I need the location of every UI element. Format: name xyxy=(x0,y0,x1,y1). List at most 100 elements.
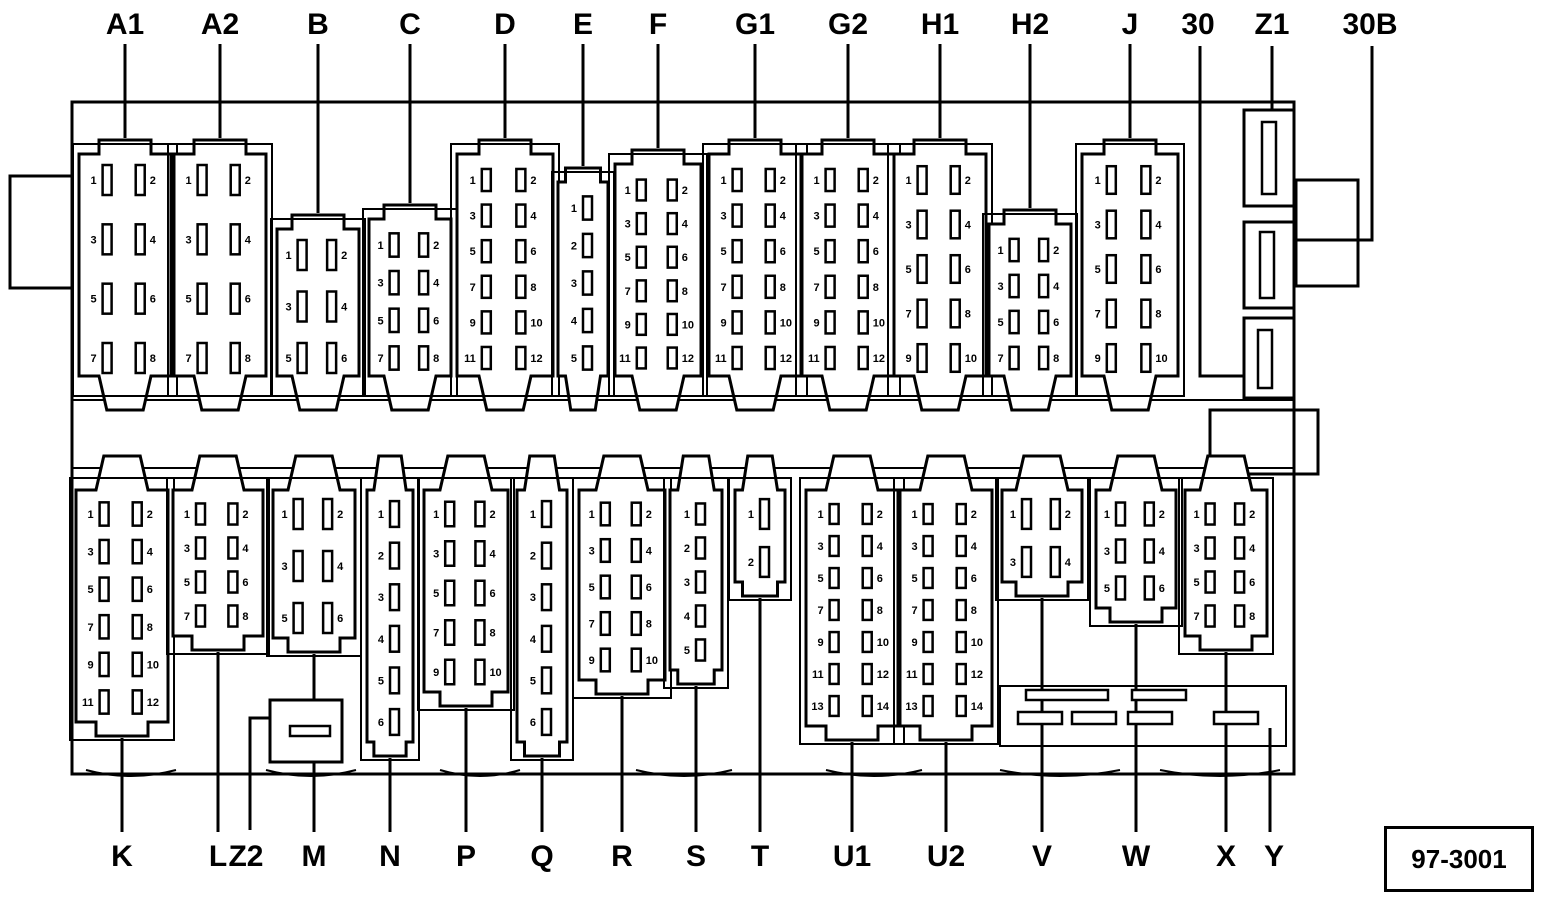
pin-slot xyxy=(731,167,743,193)
pin-slot xyxy=(325,341,338,375)
pin-number: 5 xyxy=(997,317,1003,329)
pin-slot xyxy=(134,282,146,315)
pin-number: 1 xyxy=(813,175,819,187)
pin-number: 1 xyxy=(285,250,291,262)
pin-number: 4 xyxy=(147,547,154,559)
pin-slot xyxy=(666,178,679,202)
pin-number: 9 xyxy=(905,353,911,365)
pin-number: 12 xyxy=(873,353,885,365)
pin-number: 5 xyxy=(813,246,819,258)
pin-slot xyxy=(861,502,873,526)
pin-slot xyxy=(955,534,967,558)
pin-number: 14 xyxy=(971,701,984,713)
pin-number: 9 xyxy=(817,637,823,649)
pin-number: 10 xyxy=(873,317,885,329)
housing-foot xyxy=(439,769,521,777)
pin-slot xyxy=(764,310,776,335)
pin-slot xyxy=(857,203,869,228)
pin-slot xyxy=(599,501,612,527)
connector-label: D xyxy=(494,8,516,41)
pin-slot xyxy=(515,310,527,335)
pin-number: 4 xyxy=(873,211,880,223)
pin-slot xyxy=(480,167,493,193)
pin-number: 2 xyxy=(433,240,439,252)
connector-label: H1 xyxy=(921,8,959,41)
pin-number: 7 xyxy=(589,619,595,631)
pin-number: 5 xyxy=(625,252,631,264)
pin-slot xyxy=(922,534,934,558)
pin-number: 1 xyxy=(911,509,917,521)
pin-number: 1 xyxy=(87,509,93,521)
pin-number: 8 xyxy=(245,353,251,365)
pin-slot xyxy=(857,310,869,335)
pin-slot xyxy=(321,601,334,635)
pin-slot xyxy=(1037,237,1050,263)
pin-number: 1 xyxy=(281,509,287,521)
terminal-label: Y xyxy=(1264,840,1284,873)
pin-number: 2 xyxy=(682,185,688,197)
pin-slot xyxy=(764,203,776,228)
pin-number: 5 xyxy=(433,588,439,600)
pin-slot xyxy=(666,211,679,236)
pin-slot xyxy=(630,574,643,600)
pin-slot xyxy=(630,537,643,564)
pin-slot xyxy=(1233,604,1246,628)
pin-number: 2 xyxy=(684,543,690,555)
pin-number: 7 xyxy=(90,353,96,365)
pin-slot xyxy=(196,223,208,256)
pin-slot xyxy=(325,238,338,272)
pin-slot xyxy=(1020,497,1033,531)
pin-number: 8 xyxy=(433,353,439,365)
pin-number: 9 xyxy=(470,317,476,329)
pin-number: 13 xyxy=(905,701,917,713)
pin-slot xyxy=(694,536,707,560)
pin-slot xyxy=(98,538,110,565)
pin-slot xyxy=(1233,502,1246,526)
pin-slot xyxy=(828,694,840,718)
pin-slot xyxy=(828,662,840,686)
pin-slot xyxy=(515,274,527,300)
pin-number: 12 xyxy=(530,353,542,365)
pin-number: 3 xyxy=(813,211,819,223)
connector-label: T xyxy=(751,840,769,873)
connector-label: J xyxy=(1122,8,1139,41)
pin-number: 10 xyxy=(965,353,977,365)
pin-slot xyxy=(1233,570,1246,594)
pin-number: 1 xyxy=(1095,175,1101,187)
pin-slot xyxy=(388,541,401,570)
pin-number: 8 xyxy=(877,605,883,617)
pin-slot xyxy=(828,502,840,526)
pin-slot xyxy=(131,576,143,603)
pin-slot xyxy=(1037,273,1050,299)
pin-number: 4 xyxy=(341,302,348,314)
pin-slot xyxy=(916,253,928,285)
pin-slot xyxy=(388,666,401,695)
pin-slot xyxy=(949,298,961,329)
connector-body xyxy=(898,454,994,742)
pin-slot xyxy=(227,502,239,526)
terminal-blade xyxy=(1016,710,1064,726)
connector-outline xyxy=(608,153,708,397)
pin-slot xyxy=(922,502,934,526)
pin-number: 7 xyxy=(1193,611,1199,623)
pin-number: 3 xyxy=(433,549,439,561)
pin-number: 10 xyxy=(877,637,889,649)
pin-number: 5 xyxy=(90,294,96,306)
pin-number: 8 xyxy=(965,309,971,321)
pin-slot xyxy=(861,694,873,718)
pin-number: 6 xyxy=(530,717,536,729)
connector-label: L xyxy=(209,840,227,873)
pin-slot xyxy=(922,566,934,590)
pin-slot xyxy=(581,270,594,296)
pin-number: 3 xyxy=(281,561,287,573)
pin-number: 7 xyxy=(625,286,631,298)
pin-slot xyxy=(824,203,836,228)
pin-slot xyxy=(131,651,143,678)
pin-number: 4 xyxy=(971,541,978,553)
housing-right-block xyxy=(1208,408,1320,476)
pin-number: 5 xyxy=(281,613,287,625)
pin-number: 4 xyxy=(1249,543,1256,555)
pin-number: 5 xyxy=(530,675,536,687)
